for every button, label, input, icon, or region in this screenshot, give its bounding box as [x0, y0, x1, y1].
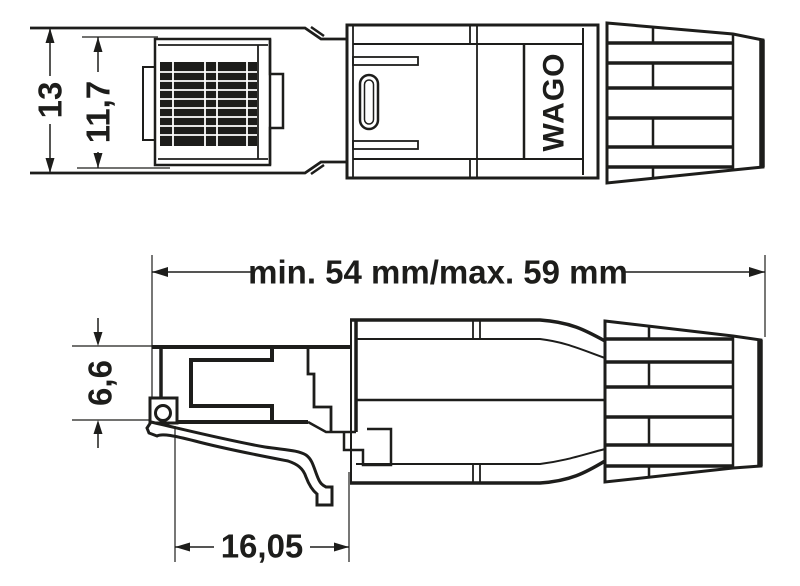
arrow-up-icon [93, 420, 103, 434]
latch-pivot-pin [154, 404, 172, 422]
arrow-left-icon [175, 542, 190, 552]
wago-logo: WAGO [538, 53, 571, 152]
housing-bottom-inner [356, 448, 606, 465]
housing-bottom-edge [350, 459, 606, 485]
dim-label-plug-depth: 16,05 [221, 528, 304, 565]
dim-label-plug-height: 11,7 [80, 81, 117, 143]
housing-top-inner [356, 338, 606, 359]
housing-seam [469, 25, 478, 178]
dimension-plug-depth: 16,05 [174, 426, 350, 565]
latch-lever [145, 420, 334, 507]
shield-bar-bottom [30, 160, 347, 175]
arrow-down-icon [93, 332, 103, 346]
arrow-right-icon [749, 267, 765, 277]
housing-slot-top [352, 56, 419, 66]
housing-top-edge [350, 318, 606, 343]
strain-relief-boot-side [603, 319, 763, 484]
arrow-left-icon [152, 267, 168, 277]
top-view: 13 11,7 [30, 21, 765, 185]
dim-label-latch-height: 6,6 [82, 360, 119, 406]
plug-nose-step [268, 39, 285, 165]
rj45-plug-profile [148, 345, 351, 431]
arrow-down-icon [93, 153, 103, 168]
dimension-overall-height: 13 [32, 28, 69, 173]
lever-slot-edge [307, 420, 356, 434]
side-view: min. 54 mm/max. 59 mm 6,6 [72, 254, 766, 565]
shield-hook-bottom [310, 163, 325, 176]
latch-recess [189, 349, 274, 421]
dimension-length: min. 54 mm/max. 59 mm [151, 254, 766, 400]
dim-label-length: min. 54 mm/max. 59 mm [248, 254, 628, 291]
dimension-latch-height: 6,6 [72, 318, 152, 448]
rj45-contact-face [160, 62, 257, 146]
boot-ribs [607, 41, 733, 169]
arrow-down-icon [45, 158, 55, 173]
latch-window-inner [363, 79, 375, 125]
latch-window-outer [358, 73, 380, 131]
arrow-up-icon [93, 37, 103, 52]
rj45-plug-front [142, 37, 285, 167]
connector-housing-top: WAGO [345, 23, 600, 180]
dim-label-overall-height: 13 [32, 82, 69, 119]
boot-ribs [605, 337, 733, 468]
plug-rear-step [306, 349, 333, 431]
shield-hook-top [310, 25, 325, 38]
arrow-up-icon [45, 28, 55, 43]
connector-housing-side [350, 318, 606, 485]
housing-slot-bottom [352, 140, 419, 150]
housing-seam [472, 320, 481, 483]
dimension-plug-height: 11,7 [77, 36, 170, 169]
arrow-right-icon [334, 542, 349, 552]
plug-side-tab [142, 66, 155, 141]
shield-bar-top [30, 26, 347, 41]
strain-relief-boot-top [605, 21, 765, 185]
